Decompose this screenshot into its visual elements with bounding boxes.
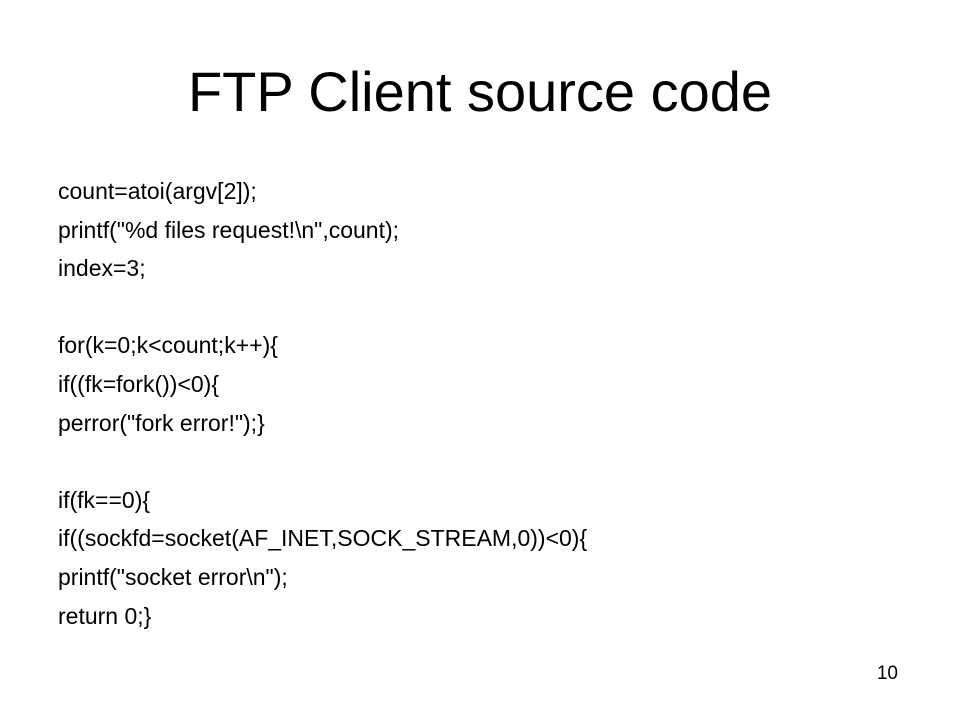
code-line: return 0;} [58, 602, 152, 629]
slide-number: 10 [876, 663, 898, 684]
code-listing: count=atoi(argv[2]); printf("%d files re… [58, 172, 918, 635]
blank-line [58, 288, 918, 327]
code-line: for(k=0;k<count;k++){ [58, 332, 278, 359]
code-line: printf("%d files request!\n",count); [58, 216, 400, 243]
code-line: if((fk=fork())<0){ [58, 370, 220, 397]
code-line: count=atoi(argv[2]); [58, 178, 257, 204]
code-line: perror("fork error!");} [58, 409, 265, 436]
code-line: printf("socket error\n"); [58, 563, 288, 590]
code-line: index=3; [58, 255, 146, 282]
code-line: if((sockfd=socket(AF_INET,SOCK_STREAM,0)… [58, 525, 588, 552]
slide-title: FTP Client source code [187, 60, 773, 123]
code-line: if(fk==0){ [58, 486, 151, 513]
blank-line [58, 442, 918, 481]
